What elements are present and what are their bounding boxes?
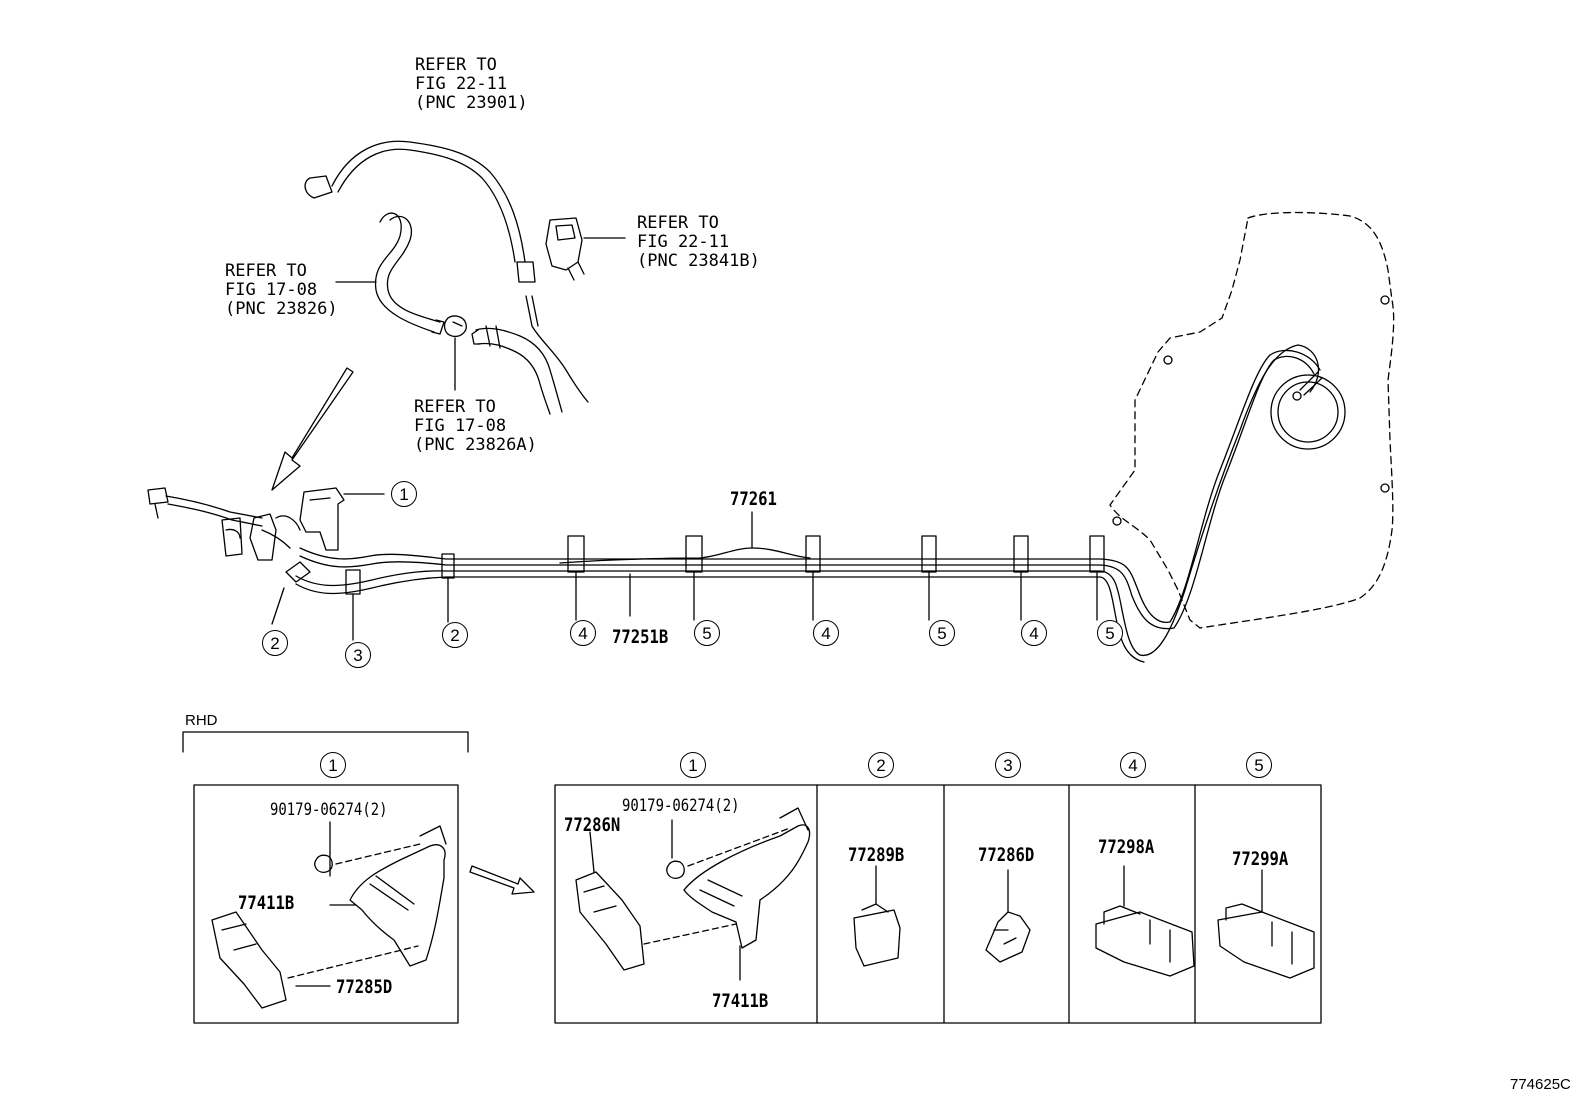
- callout-4: 4: [1021, 620, 1047, 646]
- detail-1-drawing: [575, 807, 811, 981]
- fitting-23826a: [443, 315, 467, 391]
- clamp-3: [345, 569, 361, 641]
- clamp-5a: [685, 535, 703, 621]
- rhd-label: RHD: [185, 712, 218, 729]
- bracket-1: [299, 487, 385, 551]
- figure-number: 774625C: [1510, 1076, 1571, 1093]
- rhd-detail-drawing: [211, 821, 447, 1009]
- detail-callout-4: 4: [1120, 752, 1146, 778]
- clamp-4c: [1013, 535, 1029, 621]
- detail-4-part: 77298A: [1098, 836, 1155, 858]
- part-number-77261: 77261: [730, 488, 777, 510]
- detail-callout-1: 1: [680, 752, 706, 778]
- clamp-4b: [805, 535, 821, 621]
- rhd-part-bracket: 77411B: [238, 892, 295, 914]
- ref-label-23826: REFER TO FIG 17-08 (PNC 23826): [225, 261, 338, 319]
- direction-arrow: [271, 367, 354, 491]
- detail-1-part-bracket: 77411B: [712, 990, 769, 1012]
- detail-1-part-clamp: 77286N: [564, 814, 621, 836]
- detail-5-drawing: [1217, 869, 1315, 979]
- fuel-line-bundle: [295, 344, 1323, 663]
- hose-23826: [335, 212, 445, 335]
- callout-4: 4: [570, 620, 596, 646]
- callout-1: 1: [391, 481, 417, 507]
- clamp-2a: [271, 561, 311, 625]
- detail-2-drawing: [853, 865, 901, 967]
- rhd-detail-box: [193, 784, 459, 1024]
- ref-label-23826a: REFER TO FIG 17-08 (PNC 23826A): [414, 397, 537, 455]
- callout-5: 5: [929, 620, 955, 646]
- detail-5-part: 77299A: [1232, 848, 1289, 870]
- vent-hose-23901: [304, 140, 589, 403]
- callout-2: 2: [262, 630, 288, 656]
- detail-callout-2: 2: [868, 752, 894, 778]
- detail-callout-5: 5: [1246, 752, 1272, 778]
- detail-2-part: 77289B: [848, 844, 905, 866]
- detail-3-drawing: [985, 869, 1031, 963]
- callout-3: 3: [345, 642, 371, 668]
- rhd-part-bolt: 90179-06274(2): [270, 800, 388, 820]
- clamp-5c: [1089, 535, 1105, 621]
- clamp-5b: [921, 535, 937, 621]
- left-end-fittings: [147, 487, 301, 561]
- rhd-part-clamp: 77285D: [336, 976, 393, 998]
- callout-2: 2: [442, 622, 468, 648]
- rhd-bracket-line: [182, 731, 469, 753]
- detail-4-drawing: [1095, 865, 1195, 977]
- callout-5: 5: [1097, 620, 1123, 646]
- ref-label-23901: REFER TO FIG 22-11 (PNC 23901): [415, 55, 528, 113]
- detail-3-part: 77286D: [978, 844, 1035, 866]
- part-number-77251b: 77251B: [612, 626, 669, 648]
- rhd-to-lhd-arrow: [469, 865, 535, 895]
- callout-4: 4: [813, 620, 839, 646]
- connector-23841b: [545, 217, 626, 281]
- rhd-callout-1: 1: [320, 752, 346, 778]
- details-box: [554, 784, 1322, 1024]
- hose-connector-pipe: [471, 325, 563, 415]
- ref-label-23841b: REFER TO FIG 22-11 (PNC 23841B): [637, 213, 760, 271]
- detail-1-part-bolt: 90179-06274(2): [622, 796, 740, 816]
- tank-holes: [1112, 295, 1390, 526]
- callout-5: 5: [694, 620, 720, 646]
- clamp-2b: [441, 553, 455, 623]
- fuel-tank: [1109, 211, 1395, 629]
- clamp-4a: [567, 535, 585, 621]
- detail-callout-3: 3: [995, 752, 1021, 778]
